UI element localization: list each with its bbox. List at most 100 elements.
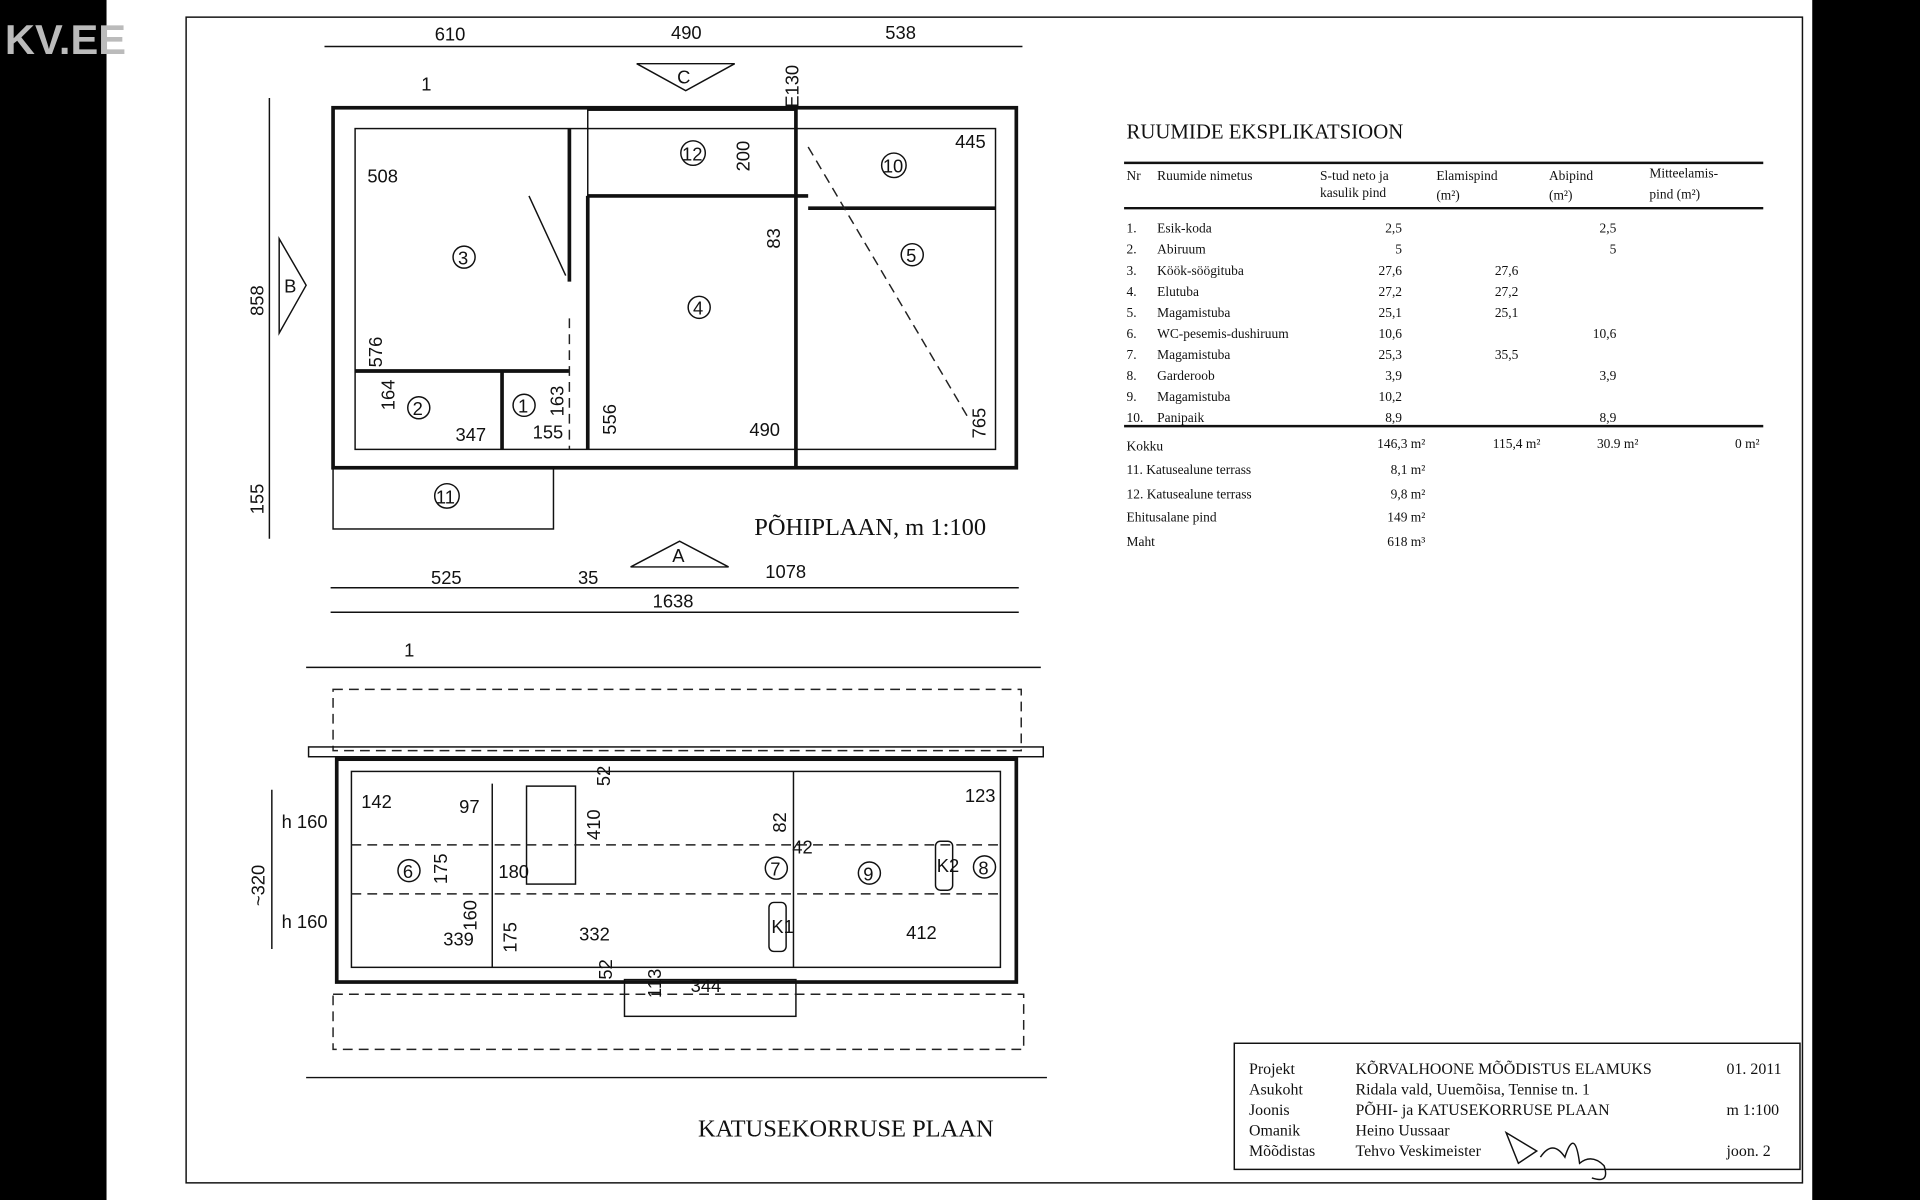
- svg-text:410: 410: [583, 809, 604, 840]
- svg-text:490: 490: [671, 22, 702, 43]
- svg-text:164: 164: [377, 380, 398, 411]
- explication-table: RUUMIDE EKSPLIKATSIOON Nr Ruumide nimetu…: [1124, 119, 1764, 549]
- attic-dimensions: h 160 ~320 h 160 142 97 52 410 82 42 123…: [247, 639, 995, 998]
- svg-text:155: 155: [533, 421, 564, 442]
- svg-text:B: B: [284, 276, 296, 297]
- svg-text:155: 155: [246, 484, 267, 515]
- row-net: 25,1: [1378, 305, 1402, 320]
- row-name: Magamistuba: [1157, 347, 1230, 362]
- svg-text:(m²): (m²): [1549, 188, 1572, 203]
- row-nr: 7.: [1127, 347, 1137, 362]
- ground-room-numbers: 1 2 3 4 5 10 11 12: [407, 140, 925, 509]
- svg-text:12: 12: [682, 143, 702, 164]
- svg-text:42: 42: [792, 836, 812, 857]
- svg-text:A: A: [672, 545, 685, 566]
- svg-text:52: 52: [593, 766, 614, 786]
- title-block-value: Tehvo Veskimeister: [1356, 1143, 1482, 1160]
- svg-text:2: 2: [413, 398, 423, 419]
- svg-text:858: 858: [246, 285, 267, 316]
- row-net: 27,6: [1378, 263, 1402, 278]
- row-aux: 10,6: [1593, 326, 1617, 341]
- row-name: Esik-koda: [1157, 221, 1212, 236]
- svg-text:618 m³: 618 m³: [1387, 534, 1425, 549]
- row-aux: 5: [1610, 242, 1617, 257]
- row-nr: 6.: [1127, 326, 1137, 341]
- svg-text:K2: K2: [937, 855, 959, 876]
- row-nr: 10.: [1127, 410, 1144, 425]
- row-net: 27,2: [1378, 284, 1402, 299]
- svg-text:9: 9: [863, 863, 873, 884]
- svg-text:490: 490: [749, 419, 780, 440]
- title-block-right: m 1:100: [1727, 1102, 1780, 1119]
- row-name: Magamistuba: [1157, 305, 1230, 320]
- sheet-border: [185, 16, 1804, 1184]
- row-name: Abiruum: [1157, 242, 1206, 257]
- row-living: 25,1: [1495, 305, 1519, 320]
- svg-text:180: 180: [498, 861, 529, 882]
- svg-text:1638: 1638: [653, 590, 694, 611]
- row-name: WC-pesemis-dushiruum: [1157, 326, 1289, 341]
- svg-text:C: C: [677, 66, 690, 87]
- svg-text:Kokku: Kokku: [1127, 439, 1164, 454]
- table-title: RUUMIDE EKSPLIKATSIOON: [1127, 119, 1404, 143]
- svg-text:Mitteelamis-: Mitteelamis-: [1649, 166, 1718, 181]
- title-block-label: Asukoht: [1249, 1081, 1303, 1098]
- svg-text:35: 35: [578, 567, 598, 588]
- svg-text:8: 8: [978, 857, 988, 878]
- ground-plan-title: PÕHIPLAAN, m 1:100: [754, 513, 986, 541]
- svg-text:11: 11: [436, 486, 455, 507]
- svg-text:8,1 m²: 8,1 m²: [1391, 462, 1426, 477]
- svg-text:1: 1: [404, 639, 414, 660]
- svg-text:175: 175: [500, 922, 521, 953]
- title-block-label: Mõõdistas: [1249, 1143, 1315, 1160]
- row-aux: 3,9: [1599, 368, 1616, 383]
- row-net: 10,6: [1378, 326, 1402, 341]
- row-name: Garderoob: [1157, 368, 1215, 383]
- svg-text:52: 52: [595, 959, 616, 979]
- svg-text:175: 175: [430, 853, 451, 884]
- svg-text:525: 525: [431, 567, 462, 588]
- svg-text:538: 538: [885, 22, 916, 43]
- svg-text:332: 332: [579, 923, 610, 944]
- title-block-right: 01. 2011: [1727, 1061, 1782, 1078]
- row-net: 5: [1395, 242, 1402, 257]
- svg-text:E130: E130: [781, 65, 802, 108]
- svg-text:11. Katusealune terrass: 11. Katusealune terrass: [1127, 462, 1252, 477]
- svg-text:9,8 m²: 9,8 m²: [1391, 486, 1426, 501]
- title-block-row: Asukoht Ridala vald, Uuemõisa, Tennise tn…: [1249, 1081, 1590, 1098]
- attic-room-numbers: 6 7 8 9: [397, 855, 997, 885]
- svg-text:445: 445: [955, 131, 986, 152]
- table-row: 6. WC-pesemis-dushiruum 10,6 10,6: [1127, 326, 1617, 341]
- row-net: 8,9: [1385, 410, 1402, 425]
- svg-text:1078: 1078: [765, 561, 806, 582]
- row-nr: 1.: [1127, 221, 1137, 236]
- svg-text:(m²): (m²): [1436, 188, 1459, 203]
- svg-text:h 160: h 160: [282, 811, 328, 832]
- svg-text:0 m²: 0 m²: [1735, 436, 1760, 451]
- kv-logo: KV.EE: [5, 16, 126, 63]
- svg-text:200: 200: [732, 141, 753, 172]
- table-extra-rows: 11. Katusealune terrass 8,1 m² 12. Katus…: [1127, 462, 1426, 549]
- title-block-value: Ridala vald, Uuemõisa, Tennise tn. 1: [1356, 1081, 1590, 1098]
- svg-text:h 160: h 160: [282, 911, 328, 932]
- svg-text:113: 113: [644, 969, 665, 998]
- svg-text:4: 4: [693, 298, 703, 319]
- svg-text:123: 123: [965, 785, 996, 806]
- svg-text:~320: ~320: [247, 865, 268, 906]
- title-block-label: Omanik: [1249, 1123, 1300, 1140]
- row-nr: 3.: [1127, 263, 1137, 278]
- svg-text:146,3 m²: 146,3 m²: [1377, 436, 1425, 451]
- row-net: 25,3: [1378, 347, 1402, 362]
- row-name: Elutuba: [1157, 284, 1199, 299]
